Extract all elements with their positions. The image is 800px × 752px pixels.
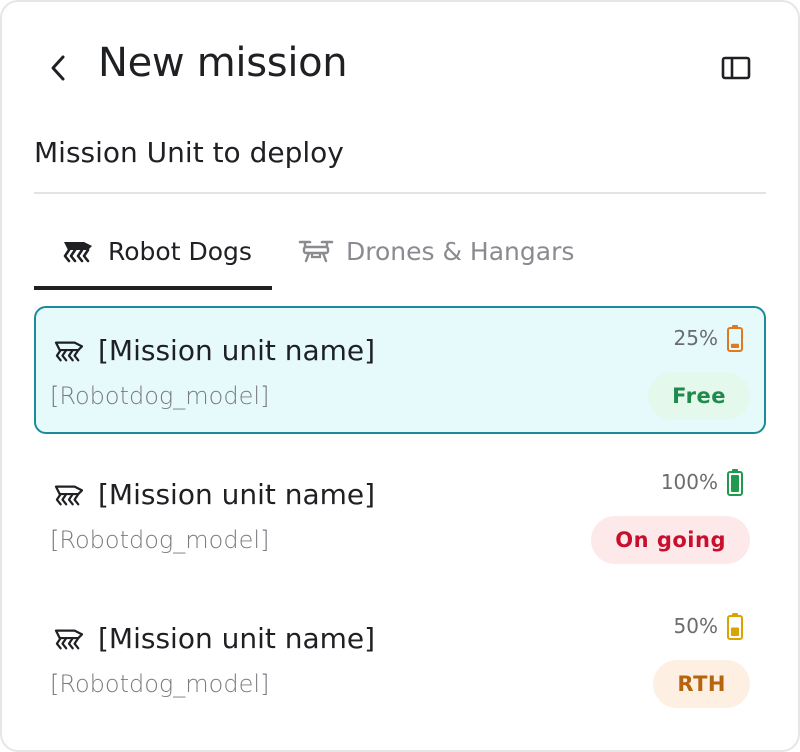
unit-name: [Mission unit name] xyxy=(98,478,376,511)
battery-percentage: 100% xyxy=(660,470,718,494)
unit-name: [Mission unit name] xyxy=(98,334,376,367)
panel-header: New mission xyxy=(34,32,766,102)
mission-unit-card[interactable]: [Mission unit name] [Robotdog_model] 50%… xyxy=(34,594,766,722)
page-title: New mission xyxy=(98,40,348,86)
tab-label: Drones & Hangars xyxy=(346,236,575,266)
battery-icon xyxy=(727,613,743,640)
battery-icon xyxy=(727,325,743,352)
battery-percentage: 50% xyxy=(673,614,718,638)
status-badge: On going xyxy=(591,516,750,564)
battery-percentage: 25% xyxy=(673,326,718,350)
mission-unit-card[interactable]: [Mission unit name] [Robotdog_model] 25%… xyxy=(34,306,766,434)
back-button[interactable] xyxy=(42,52,74,84)
battery-indicator: 100% xyxy=(661,468,744,496)
drone-icon xyxy=(298,240,334,263)
section-title: Mission Unit to deploy xyxy=(34,136,344,169)
chevron-left-icon xyxy=(51,55,65,81)
battery-indicator: 50% xyxy=(674,612,744,640)
robot-dog-icon xyxy=(54,629,84,649)
tab-drones-hangars[interactable]: Drones & Hangars xyxy=(298,212,574,290)
status-badge: RTH xyxy=(653,660,750,708)
unit-model: [Robotdog_model] xyxy=(50,670,270,698)
battery-indicator: 25% xyxy=(674,324,744,352)
robot-dog-icon xyxy=(63,242,92,263)
mission-unit-card[interactable]: [Mission unit name] [Robotdog_model] 100… xyxy=(34,450,766,578)
unit-model: [Robotdog_model] xyxy=(50,382,270,410)
status-badge: Free xyxy=(648,372,750,420)
section-divider xyxy=(34,192,766,194)
mission-unit-list: [Mission unit name] [Robotdog_model] 25%… xyxy=(34,306,766,738)
robot-dog-icon xyxy=(54,485,84,505)
battery-icon xyxy=(727,469,743,496)
unit-type-tabs: Robot Dogs Drones & Hangars xyxy=(34,212,766,290)
robot-dog-icon xyxy=(54,341,84,361)
unit-model: [Robotdog_model] xyxy=(50,526,270,554)
sidebar-panel-icon xyxy=(721,56,751,80)
tab-robot-dogs[interactable]: Robot Dogs xyxy=(34,212,272,290)
tab-label: Robot Dogs xyxy=(108,236,252,266)
sidebar-toggle-button[interactable] xyxy=(720,52,752,84)
unit-name: [Mission unit name] xyxy=(98,622,376,655)
